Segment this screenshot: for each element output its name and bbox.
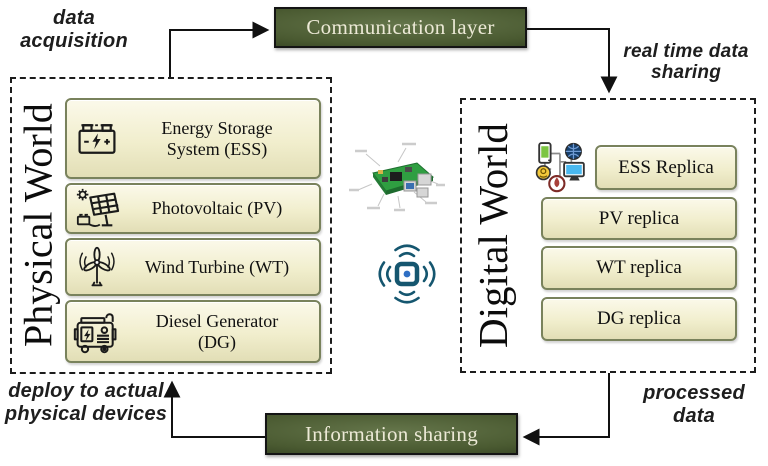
replica-label: WT replica — [596, 257, 682, 278]
replica-label: PV replica — [598, 207, 680, 229]
ess-box: Energy Storage System (ESS) — [65, 98, 321, 179]
arrow-information-to-physical — [163, 380, 265, 438]
digital-world-panel: Digital World ESS — [460, 98, 756, 373]
deploy-note: deploy to actual physical devices — [4, 380, 168, 425]
ess-replica-box: ESS Replica — [595, 145, 737, 190]
arrow-physical-to-communication — [169, 21, 270, 77]
wireless-sensor-icon — [375, 239, 439, 309]
iot-network-icon — [534, 141, 588, 193]
communication-layer-bar: Communication layer — [274, 7, 527, 48]
arrow-communication-to-digital — [527, 28, 618, 94]
digital-world-title: Digital World — [470, 123, 516, 348]
battery-icon — [73, 119, 121, 159]
device-label: Wind Turbine (WT) — [144, 256, 290, 277]
pv-box: Photovoltaic (PV) — [65, 183, 321, 234]
pv-replica-box: PV replica — [541, 197, 737, 240]
information-sharing-label: Information sharing — [304, 421, 479, 446]
communication-layer-label: Communication layer — [306, 15, 495, 39]
raspberry-pi-image — [348, 134, 448, 230]
physical-device-list: Energy Storage System (ESS) — [65, 98, 321, 363]
wind-turbine-icon — [73, 243, 121, 291]
physical-world-panel: Physical World Energy Stora — [10, 77, 332, 374]
physical-world-title: Physical World — [15, 103, 61, 348]
real-time-data-note: real time data sharing — [623, 41, 749, 84]
device-label: Energy Storage System (ESS) — [161, 117, 273, 159]
dg-box: Diesel Generator (DG) — [65, 300, 321, 363]
arrow-digital-to-information — [522, 373, 610, 446]
solar-panel-icon — [73, 187, 121, 231]
device-label: Photovoltaic (PV) — [151, 198, 283, 219]
wt-box: Wind Turbine (WT) — [65, 238, 321, 296]
device-label: Diesel Generator (DG) — [155, 310, 279, 352]
replica-label: ESS Replica — [618, 156, 714, 178]
wt-replica-box: WT replica — [541, 246, 737, 290]
processed-data-note: processed data — [643, 382, 745, 427]
data-acquisition-note: data acquisition — [20, 7, 128, 52]
replica-label: DG replica — [597, 308, 681, 329]
diesel-generator-icon — [73, 308, 121, 356]
information-sharing-bar: Information sharing — [265, 413, 518, 455]
dg-replica-box: DG replica — [541, 297, 737, 341]
